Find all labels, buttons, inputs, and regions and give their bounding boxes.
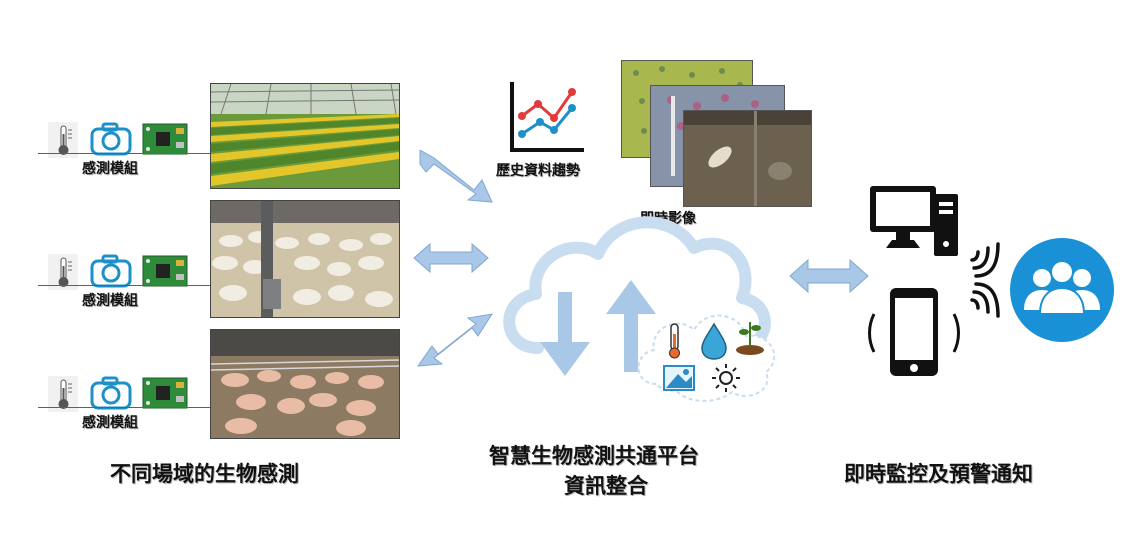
link-arrows-left <box>413 150 494 367</box>
circuit-board-icon <box>142 255 188 287</box>
poultry-house-photo <box>210 200 400 318</box>
sensor-module-label: 感測模組 <box>82 415 138 431</box>
desktop-computer-icon <box>870 186 958 256</box>
camera-icon <box>90 376 132 410</box>
thermometer-icon <box>48 122 78 158</box>
caption-integration: 資訊整合 <box>564 474 648 498</box>
circuit-board-icon <box>142 123 188 155</box>
double-arrow-icon <box>789 258 869 294</box>
cloud-platform <box>503 216 776 402</box>
smartphone-icon <box>868 288 960 376</box>
camera-icon <box>90 254 132 288</box>
pig-farm-photo <box>210 329 400 439</box>
sensor-module-label: 感測模組 <box>82 293 138 309</box>
line-chart-icon <box>510 82 584 152</box>
sensor-module-row-2: 感測模組 <box>38 252 210 312</box>
caption-monitoring-alerts: 即時監控及預警通知 <box>844 462 1033 486</box>
video-frame-front <box>683 110 812 207</box>
water-drop-icon <box>701 322 727 360</box>
sensor-line <box>38 407 210 408</box>
sensor-line <box>38 153 210 154</box>
double-arrow-icon <box>416 313 494 367</box>
upload-arrow-icon <box>606 280 656 372</box>
thermometer-icon <box>669 323 680 359</box>
caption-sensing-fields: 不同場域的生物感測 <box>110 462 299 486</box>
camera-icon <box>90 122 132 156</box>
thermometer-icon <box>48 254 78 290</box>
user-group-icon <box>1010 238 1114 342</box>
sun-icon <box>712 364 740 392</box>
image-icon <box>663 365 695 391</box>
caption-platform: 智慧生物感測共通平台 <box>489 444 699 468</box>
sensor-module-row-1: 感測模組 <box>38 120 210 180</box>
download-arrow-icon <box>540 292 590 376</box>
sensor-module-label: 感測模組 <box>82 161 138 177</box>
wireless-signal-icon <box>970 242 1000 318</box>
cloud-icon <box>503 216 771 354</box>
double-arrow-icon <box>413 242 489 274</box>
circuit-board-icon <box>142 377 188 409</box>
plant-sprout-icon <box>736 322 764 355</box>
double-arrow-icon <box>419 150 493 203</box>
thermometer-icon <box>48 376 78 412</box>
history-trend-label: 歷史資料趨勢 <box>496 163 580 179</box>
sensor-line <box>38 285 210 286</box>
sensor-module-row-3: 感測模組 <box>38 374 210 434</box>
greenhouse-photo <box>210 83 400 189</box>
